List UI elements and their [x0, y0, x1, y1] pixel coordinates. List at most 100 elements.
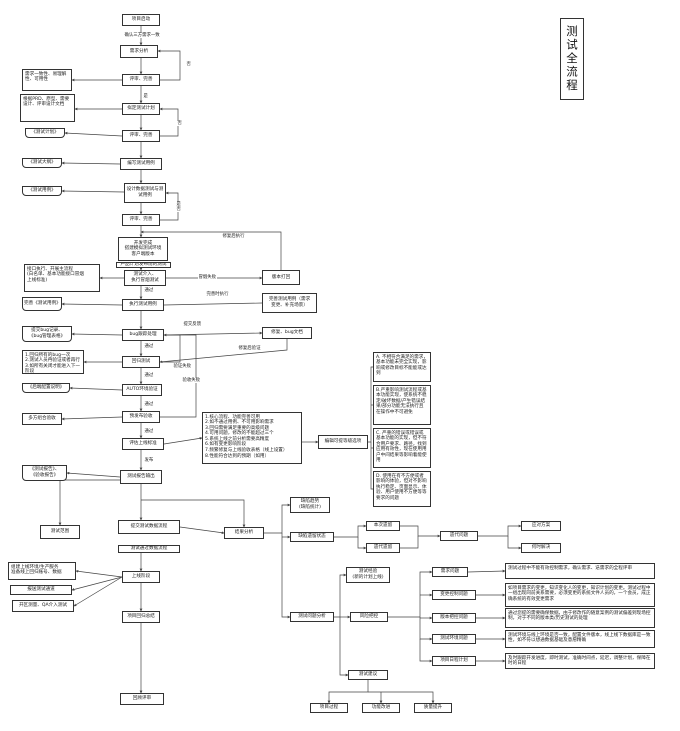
flow-node-n31: 评估上线标准 [122, 438, 164, 450]
flow-node-n27: AUTO环境验证 [122, 384, 162, 396]
flow-node-n7: 评审、完善 [122, 130, 160, 142]
edge-remain-join [400, 525, 441, 538]
edge-label-l17: 通过 [144, 402, 154, 407]
flow-node-n32: 1.核心流程、功能完善可用 2.如不通过用例、不可用影响需求 3.回归需要满足重… [202, 412, 302, 464]
flow-node-n8: 《测试计划》 [25, 128, 65, 138]
flow-node-n40: 测试范围 [40, 525, 80, 539]
edge-report-scope [58, 479, 120, 526]
edge-label-l12: 通过 [144, 344, 154, 349]
flow-node-n20: 完善《测试用例》 [22, 297, 62, 311]
flow-node-n71: 项目过程 [310, 703, 348, 713]
edge-return [140, 230, 282, 270]
edge-label-l10: 完善时执行 [206, 292, 229, 297]
flow-node-n44: 上线阶段 [122, 571, 160, 583]
flow-node-n52: 组建上线环境/生产服务 准备线上回归账号、数据 [8, 562, 76, 580]
edge-label-l2: 否 [186, 62, 192, 67]
flow-node-n69: 及时跟踪开发进度，即时测试，准确时间点，延迟，调整计划，保障在时的日程 [505, 653, 655, 669]
flow-node-n14: 开发完成 搭建模拟测试环境 客户端版本 [118, 237, 168, 261]
edge-left-12 [66, 471, 121, 478]
flow-node-n55: 项目回归总结 [122, 611, 160, 623]
flow-node-n29: 预发布验收 [122, 411, 160, 423]
flow-node-n73: 质量提升 [414, 703, 452, 713]
edge-left-13 [75, 569, 123, 578]
edge-analysis-bus [264, 503, 291, 534]
edge-levels-bus [368, 366, 373, 443]
flow-node-n37: D. 使用在有不方便或者影响的体验，但对不影响执行稳定、页面显示、体验、用户使用… [373, 471, 431, 507]
flow-node-n12: 《测试用例》 [22, 186, 62, 196]
flow-node-n16: 测试介入、 执行冒烟测试 [124, 270, 166, 286]
flow-node-n46: 缺陷遗留状态 [290, 532, 334, 542]
flow-node-n60: 需求问题 [432, 567, 468, 577]
flow-node-n53: 报送测试通道 [10, 585, 72, 595]
flow-node-n47: 本次遗留 [366, 521, 400, 531]
edge-left-4 [61, 161, 121, 165]
flow-node-n11: 设计数据测试与测试用例 [124, 183, 166, 203]
edge-detail-1 [467, 569, 506, 573]
flow-node-n58: 风险把控 [350, 612, 388, 622]
flow-node-n64: 项目日程计划 [432, 656, 476, 666]
edge-to-advice [339, 617, 349, 677]
edge-label-l14: 验证失败 [173, 364, 192, 369]
flow-node-n30: 多方组合验收 [22, 413, 62, 425]
edge-level-d [370, 442, 373, 490]
edge-risk-4 [419, 617, 433, 641]
edge-label-l11: 提交反馈 [183, 322, 202, 327]
flow-node-n48: 遗代遗留 [366, 543, 400, 553]
flow-node-n18: 接口执行、开展主流程 (白名单、基本功能接口冒烟 上线标准) [24, 264, 100, 292]
flow-node-n3: 评审、完善 [122, 74, 160, 86]
edge-remain-join2 [400, 536, 419, 549]
edge-analysis-in [179, 526, 225, 535]
flow-node-n70: 回顾评审 [120, 693, 164, 705]
edge-problem-bus [478, 524, 522, 537]
edge-issue-bus [334, 573, 347, 618]
edge-fix-verify [159, 339, 288, 364]
flow-node-n49: 遗代问题 [440, 531, 478, 541]
edge-remain-2 [357, 537, 367, 550]
flow-node-n21: 完善测试用例（需求 变更、补充场景） [262, 293, 317, 313]
flow-node-n2: 需求分析 [120, 45, 158, 58]
flow-node-n26: 1.回归所有的bug一次 2.测试人员冉验证或者再行 3.如所有关闭才能进入下一… [22, 350, 84, 374]
flow-node-n4: 需求一致性、易理解性、可用性 [22, 69, 72, 91]
flow-node-n42: 结果分析 [224, 527, 264, 539]
flow-node-n39: 《测试报告》、 《验收报告》 [22, 465, 67, 481]
flow-node-n51: 何时解决 [521, 543, 561, 553]
edge-risk-5 [419, 639, 433, 663]
flow-node-n19: 执行测试用例 [122, 299, 164, 311]
flow-node-n72: 功能改进 [362, 703, 400, 713]
flow-node-n6: 根据PRD、原型、需要设计、评审设计文档 [20, 94, 75, 122]
flow-node-n1: 项目启动 [122, 14, 160, 26]
flow-node-n41: 提交测试数据流程 [118, 520, 180, 534]
flow-node-n63: 测试环境问题 [432, 634, 476, 644]
flow-node-n22: bug跟踪处理 [122, 329, 164, 341]
flow-node-n9: 编写测试用例 [120, 158, 162, 170]
flow-node-n65: 测试过程中不能有效控制需求，确认需求、迭需求的全程评审 [505, 563, 655, 579]
edge-analysis [141, 499, 246, 528]
edge-advice-bus [327, 680, 369, 704]
edge-left-8 [71, 332, 123, 336]
flow-node-n38: 测试报告输出 [120, 470, 162, 484]
flow-node-n35: B.严重影响测试流程或基本功能实现，使系统不稳定/破坏数据/产生错误结果/部分功… [373, 385, 431, 425]
flow-node-n67: 通过您提的需要确保数据，由于修改作的随意案例的测试偏差到现场控制，对于不同的版本… [505, 608, 655, 628]
edge-label-l18: 通过 [144, 429, 154, 434]
edge-label-l7: 修复后执行 [222, 234, 245, 239]
flow-node-n15: 产品计划发布前的测试 [116, 262, 171, 268]
edge-left-10 [69, 386, 123, 391]
flow-node-n45: 缺陷趋势 (缺陷统计) [290, 497, 330, 513]
flow-node-n36: C. 严重的错误或错误或基本功能的实现，但不符合用户要求、路径，找到应用有效性，… [373, 428, 431, 468]
flow-node-n66: 如项目需求的变更，知识变化人的变更，知识计划的变更。测试过程中一组出现同前关系需… [505, 583, 655, 607]
flow-node-n56: 测试问题分析 [290, 612, 334, 622]
edge-label-l8: 冒烟失败 [198, 275, 217, 280]
edge-left-14 [71, 576, 123, 591]
diagram-title-box: 测试全流程 [560, 18, 584, 100]
edge-risk-bus [388, 570, 433, 618]
edge-label-l6: 否 [176, 207, 182, 212]
flow-node-n50: 应对方案 [521, 521, 561, 531]
edge-problem-2 [507, 536, 522, 550]
edge-loop-2 [159, 107, 179, 137]
edge-left-7 [61, 302, 123, 306]
flow-node-n28: 《后端配置说明》 [22, 383, 70, 393]
flow-node-n61: 变更控制问题 [432, 590, 476, 600]
flow-node-n33: 编辑可提等级选项 [318, 435, 368, 449]
